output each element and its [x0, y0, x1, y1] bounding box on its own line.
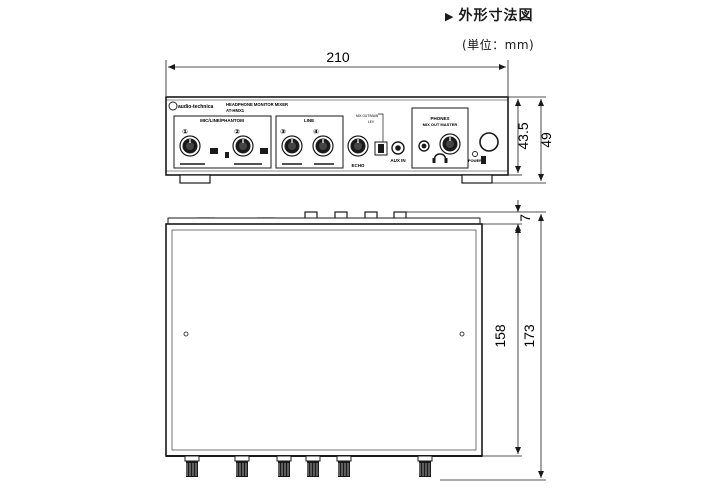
top-knob-5 — [336, 455, 352, 478]
triangle-bullet-icon: ▶ — [445, 10, 455, 23]
power-led — [472, 151, 478, 157]
mic-section-label: MIC/LINE/PHANTOM — [200, 118, 244, 123]
phones-section-frame — [411, 107, 469, 169]
drawing-title: ▶外形寸法図 — [445, 5, 533, 25]
model-line2: AT-HMX1 — [226, 108, 245, 113]
power-label: POWER — [468, 159, 482, 163]
front-height-dimensions: 43.5 49 — [492, 96, 554, 184]
width-dimension: 210 — [165, 49, 509, 96]
mic-switch-2 — [260, 148, 268, 154]
phones-label-2: MIX OUT MASTER — [423, 122, 458, 127]
mic-knob-2 — [232, 135, 254, 157]
top-knob-6 — [417, 455, 433, 478]
line-knob-1 — [281, 135, 303, 157]
svg-text:②: ② — [234, 129, 240, 136]
front-view: audio-technica HEADPHONE MONITOR MIXER A… — [165, 96, 509, 184]
top-view — [165, 211, 483, 478]
svg-text:①: ① — [182, 129, 188, 136]
dim-rear-protrusion: 7 — [517, 214, 533, 222]
top-knob-1 — [184, 455, 200, 478]
phones-label-1: PHONES — [430, 116, 449, 121]
mic-switch-1 — [210, 148, 218, 154]
svg-text:④: ④ — [313, 129, 319, 136]
top-chassis — [165, 223, 483, 457]
power-switch — [481, 156, 486, 164]
brand-logo-icon — [168, 101, 178, 111]
power-button — [479, 132, 499, 152]
line-knob-2 — [312, 135, 334, 157]
dim-depth-body: 158 — [492, 324, 508, 348]
dim-height-body: 43.5 — [515, 122, 531, 149]
dim-height-total: 49 — [538, 132, 554, 148]
mic-knob-1 — [179, 135, 201, 157]
top-depth-dimensions: 7 158 173 — [406, 200, 546, 481]
switch-label-1: MIX OUT/MAIN — [356, 114, 379, 118]
dim-depth-total: 173 — [521, 324, 537, 348]
model-line1: HEADPHONE MONITOR MIXER — [226, 102, 288, 107]
dim-width-label: 210 — [326, 49, 350, 65]
aux-in-label: AUX IN — [390, 158, 405, 163]
top-knob-3 — [276, 455, 292, 478]
switch-label-2: LEV — [368, 120, 375, 124]
foot-right — [461, 174, 493, 184]
echo-label: ECHO — [351, 163, 365, 168]
line-section-label: LINE — [304, 118, 314, 123]
unit-note: (単位：mm) — [462, 38, 535, 52]
svg-text:③: ③ — [280, 129, 286, 136]
top-knob-2 — [234, 455, 250, 478]
brand-text: audio-technica — [178, 104, 214, 110]
mic-section-frame — [173, 115, 272, 169]
top-knob-4 — [305, 455, 321, 478]
echo-knob — [347, 135, 369, 157]
line-section-frame — [275, 115, 344, 169]
phones-knob — [439, 133, 461, 155]
title-text: 外形寸法図 — [458, 8, 534, 24]
foot-left — [179, 174, 211, 184]
phantom-indicator — [225, 152, 229, 158]
